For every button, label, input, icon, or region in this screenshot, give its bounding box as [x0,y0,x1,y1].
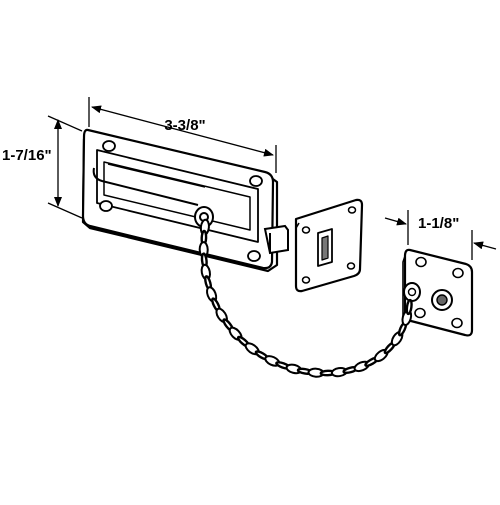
screw-hole-icon [247,250,261,262]
screw-hole-icon [301,276,311,284]
height-label: 1-7/16" [2,147,52,164]
chain-link [405,298,413,316]
bolt-tip [263,224,289,255]
screw-hole-icon [249,175,263,187]
strike-plate [294,198,364,293]
chain-bracket [402,248,474,337]
screw-hole-icon [415,256,427,268]
length-label: 3-3/8" [164,117,205,134]
screw-hole-icon [414,307,426,319]
length-dimension [88,97,277,173]
screw-hole-icon [301,226,311,234]
screw-hole-icon [346,262,356,270]
bracket-width-dimension [384,210,497,260]
height-dimension [47,115,83,219]
screw-hole-icon [451,317,463,329]
screw-hole-icon [452,267,464,279]
chain [198,218,413,378]
bracket-width-label: 1-1/8" [418,215,459,232]
slide-bolt-plate [81,128,279,273]
screw-hole-icon [99,200,113,212]
screw-hole-icon [347,206,357,214]
screw-hole-icon [102,140,116,152]
